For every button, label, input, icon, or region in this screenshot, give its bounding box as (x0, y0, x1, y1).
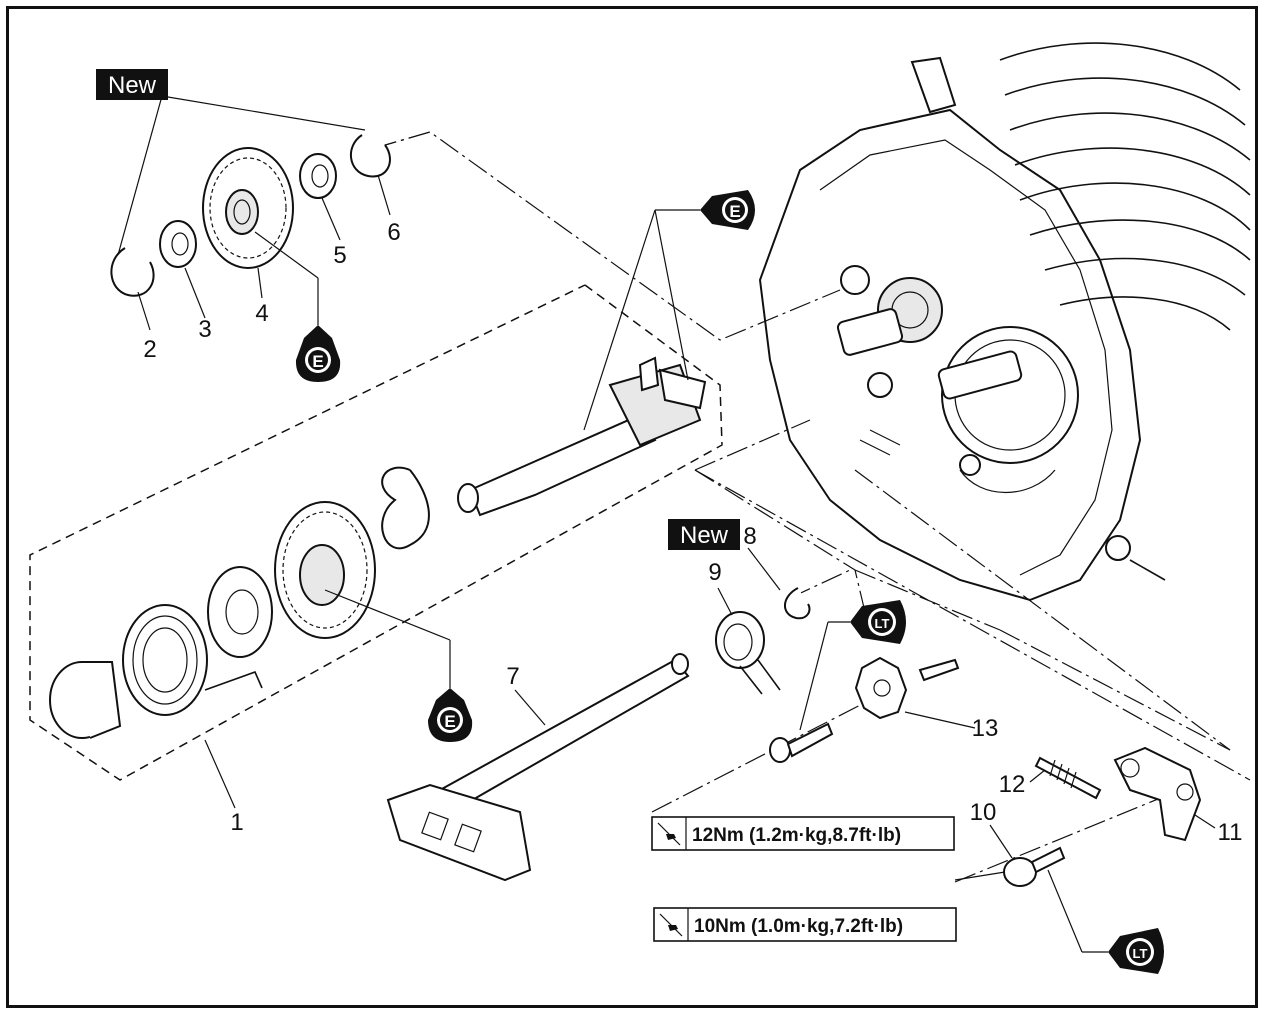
torque-spec-1-text: 12Nm (1.2m·kg,8.7ft·lb) (692, 825, 901, 846)
shift-shaft-7 (386, 653, 690, 882)
washer-5 (299, 153, 337, 199)
screw (769, 722, 834, 763)
torque-spec-2-text: 10Nm (1.0m·kg,7.2ft·lb) (694, 916, 903, 937)
pin-12 (1034, 756, 1102, 800)
part-number-5: 5 (333, 242, 346, 269)
part-number-7: 7 (506, 663, 519, 690)
part-number-3: 3 (198, 316, 211, 343)
washer-3 (159, 220, 197, 268)
ratchet-wheel (274, 501, 376, 639)
locktite-badge-top-text: LT (875, 616, 890, 631)
part-number-9: 9 (708, 559, 721, 586)
gear-4 (202, 147, 294, 269)
torque-wrench-icon (657, 822, 681, 846)
part-leader-lines (117, 95, 1216, 953)
part-number-12: 12 (999, 771, 1026, 798)
diagram-frame (6, 6, 1258, 1008)
part-number-11: 11 (1218, 819, 1243, 846)
part-number-6: 6 (387, 219, 400, 246)
engine-oil-badge-top-text: E (729, 202, 740, 221)
part-number-8: 8 (743, 523, 756, 550)
circlip-6 (349, 134, 391, 178)
spring-guide (49, 661, 122, 739)
assembly-leader-lines (29, 131, 1251, 883)
spring-9 (715, 611, 781, 695)
locktite-badge-bottom-text: LT (1133, 946, 1148, 961)
stopper-lever-11 (1113, 746, 1202, 842)
part-number-10: 10 (970, 799, 997, 826)
crankcase-illustration (758, 42, 1251, 602)
new-label-mid: New (668, 519, 740, 550)
circlip-8 (784, 587, 811, 620)
torque-wrench-icon (659, 913, 683, 937)
engine-oil-badge-left-text: E (312, 352, 323, 371)
part-number-2: 2 (143, 336, 156, 363)
kick-shaft (457, 356, 707, 517)
part-numbers: 2 3 4 5 6 1 7 8 9 10 11 12 13 (143, 219, 1242, 846)
locktite-badge-bottom: LT (1108, 928, 1164, 974)
part-number-13: 13 (972, 715, 999, 742)
engine-oil-badge-mid-text: E (444, 712, 455, 731)
part-number-4: 4 (255, 300, 268, 327)
spring-clip (381, 466, 430, 550)
engine-oil-badge-top: E (700, 190, 755, 230)
stopper-plate-13 (854, 656, 960, 720)
new-label-top: New (96, 69, 168, 100)
engine-oil-badge-left: E (295, 325, 341, 382)
torque-spec-1: 12Nm (1.2m·kg,8.7ft·lb) (651, 816, 955, 851)
bolt-10 (1003, 846, 1066, 887)
new-label-mid-text: New (680, 522, 729, 549)
new-label-top-text: New (108, 72, 157, 99)
circlip-2 (110, 247, 155, 297)
locktite-badge-top: LT (850, 600, 906, 644)
engine-oil-badge-mid: E (428, 688, 473, 742)
part-number-1: 1 (230, 809, 243, 836)
torsion-spring (122, 604, 263, 716)
torque-spec-2: 10Nm (1.0m·kg,7.2ft·lb) (653, 907, 957, 942)
spring-washer (207, 566, 273, 658)
